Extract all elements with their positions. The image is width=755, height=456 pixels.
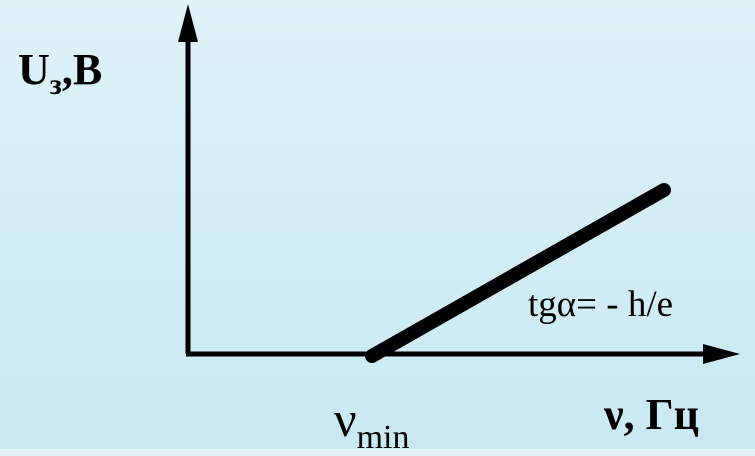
- threshold-frequency-label: νmin: [334, 391, 410, 455]
- y-axis-arrowhead: [178, 4, 198, 42]
- threshold-symbol: ν: [334, 391, 357, 447]
- stopping-voltage-line: [365, 183, 671, 363]
- x-axis-arrowhead: [703, 344, 740, 364]
- x-axis-label: ν, Гц: [604, 390, 700, 439]
- slope-annotation: tgα= - h/e: [528, 284, 674, 325]
- y-axis-unit: ,В: [61, 45, 103, 94]
- y-axis-symbol: U: [18, 45, 50, 94]
- threshold-subscript: min: [356, 419, 410, 456]
- y-axis-label: Uз,В: [18, 45, 103, 100]
- y-axis-subscript: з: [49, 68, 62, 101]
